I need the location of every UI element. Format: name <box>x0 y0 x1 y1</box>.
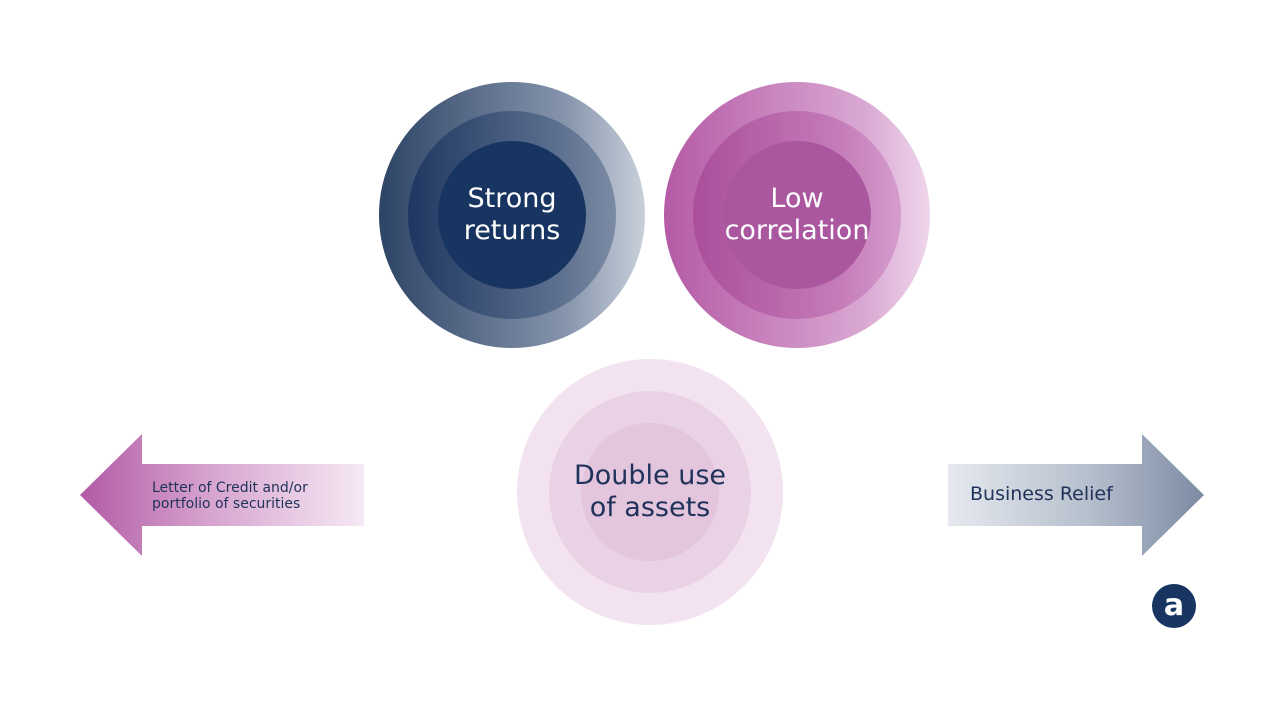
double-use-inner-ring <box>581 423 719 561</box>
low-correlation-label: Low correlation <box>725 183 870 248</box>
left-arrow-label: Letter of Credit and/or portfolio of sec… <box>152 480 308 512</box>
double-use-line2: of assets <box>589 492 711 523</box>
strong-returns-inner-ring <box>438 141 586 289</box>
right-arrow-icon <box>948 434 1204 556</box>
low-correlation-circle: Low correlation <box>664 82 930 348</box>
strong-returns-circle: Strong returns <box>379 82 645 348</box>
left-arrow-icon <box>80 434 364 556</box>
low-correlation-inner-ring <box>723 141 871 289</box>
strong-returns-label: Strong returns <box>464 183 561 248</box>
double-use-circle: Double use of assets <box>517 359 783 625</box>
left-arrow-line1: Letter of Credit and/or <box>152 480 308 496</box>
double-use-line1: Double use <box>573 459 727 491</box>
double-use-label: Double use of assets <box>574 460 726 525</box>
left-arrow-line2: portfolio of securities <box>152 496 301 513</box>
logo-letter: a <box>1164 588 1184 623</box>
company-logo-icon: a <box>1152 584 1196 628</box>
strong-returns-line2: returns <box>463 215 561 246</box>
strong-returns-line1: Strong <box>467 182 557 214</box>
low-correlation-line1: Low <box>770 182 824 214</box>
right-arrow-label: Business Relief <box>970 483 1113 505</box>
low-correlation-line2: correlation <box>724 215 870 246</box>
